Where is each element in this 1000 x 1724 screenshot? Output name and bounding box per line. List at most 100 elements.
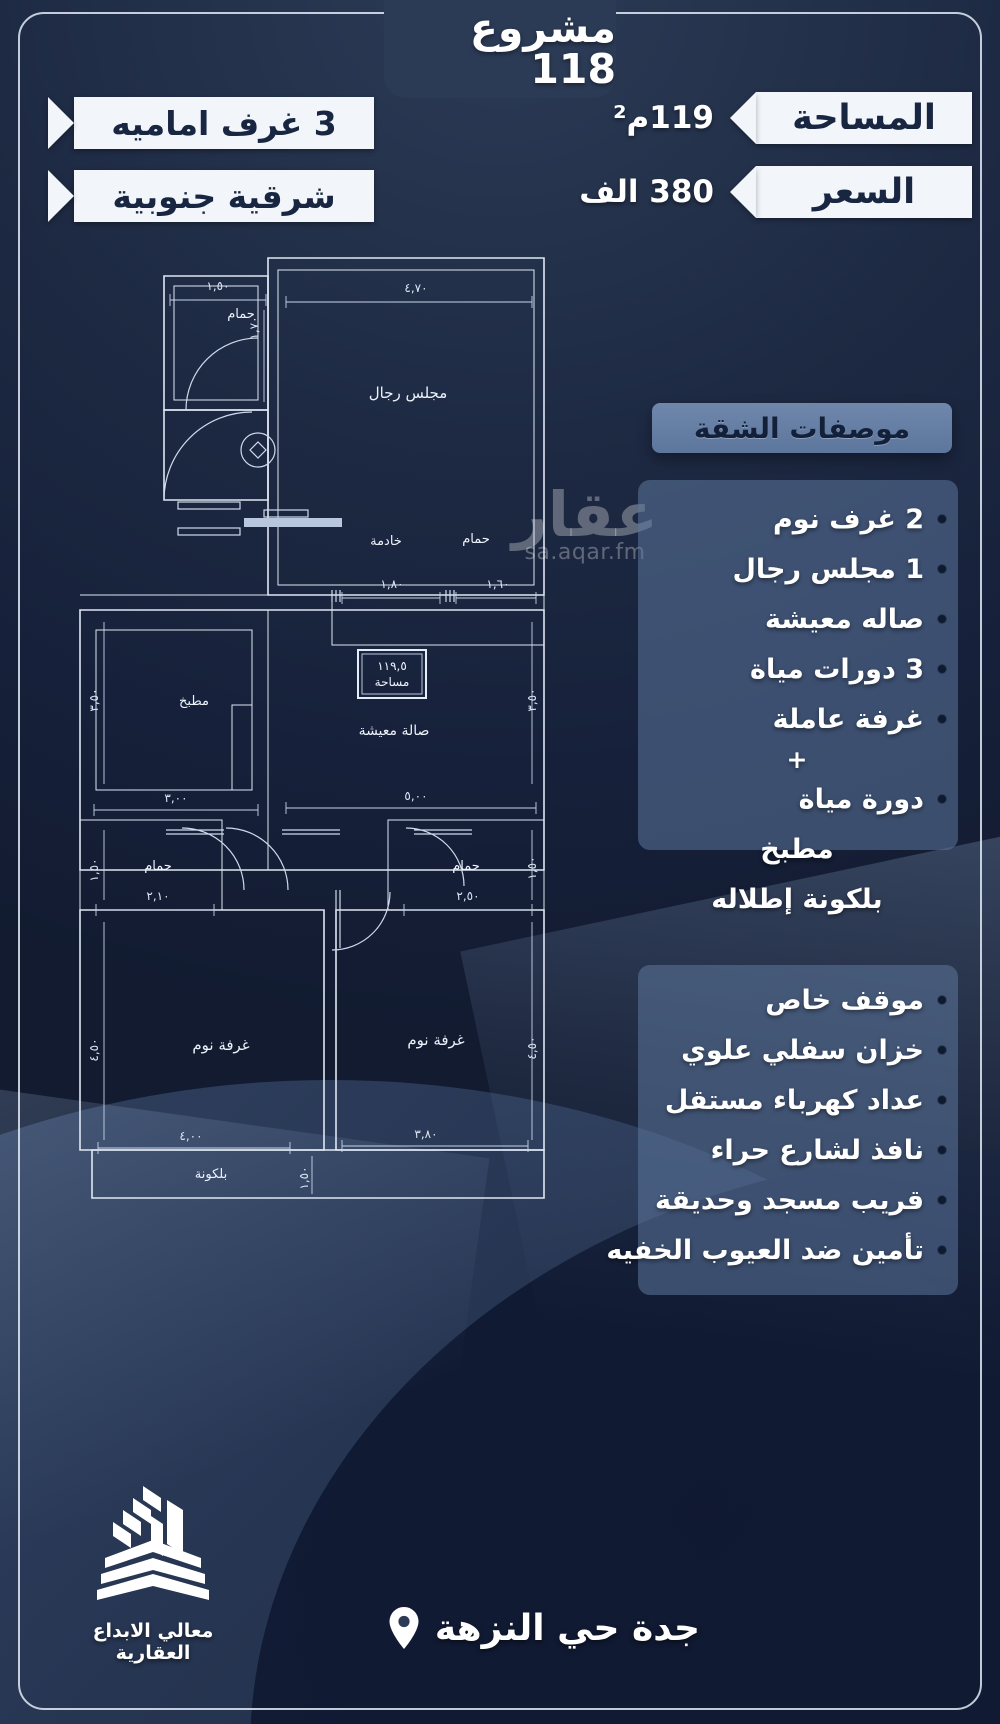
spec-item: بلكونة إطلاله <box>638 874 956 924</box>
spec-item-label: تأمين ضد العيوب الخفيه <box>606 1234 924 1266</box>
spec-item-label: + <box>786 744 808 774</box>
plan-dimension-label: ٤,٧٠ <box>404 281 427 295</box>
plan-dimension-label: ٣,٠٠ <box>164 791 187 805</box>
bullet-icon <box>938 1246 946 1254</box>
company-logo: معالي الابداع العقارية <box>58 1482 248 1664</box>
location-text: جدة حي النزهة <box>434 1607 700 1649</box>
spec-item: موقف خاص <box>638 975 956 1025</box>
badge-price-label: السعر <box>756 166 972 218</box>
svg-text:١١٩,٥: ١١٩,٥ <box>377 659 407 673</box>
spec-item-label: نافذ لشارع حراء <box>710 1134 924 1166</box>
plan-room-label: بلكونة <box>195 1167 227 1182</box>
spec-item: دورة مياة <box>638 774 956 824</box>
plan-room-label: مطبخ <box>179 694 209 709</box>
spec-item-label: دورة مياة <box>798 783 924 815</box>
specs-title-text: موصفات الشقة <box>693 411 911 445</box>
spec-item-label: مطبخ <box>760 833 834 865</box>
specs-card-primary <box>638 480 958 850</box>
spec-item-label: بلكونة إطلاله <box>711 883 883 915</box>
plan-room-label: حمام <box>144 859 172 874</box>
map-pin-icon <box>389 1607 419 1649</box>
bullet-icon <box>938 1146 946 1154</box>
bullet-icon <box>938 1046 946 1054</box>
spec-item: تأمين ضد العيوب الخفيه <box>606 1225 956 1275</box>
plan-room-label: غرفة نوم <box>192 1036 249 1054</box>
plan-room-label: حمام <box>452 859 480 874</box>
svg-text:مساحة: مساحة <box>375 675 410 689</box>
specs-list-secondary: موقف خاص خزان سفلي علوي عداد كهرباء مستقل ن… <box>606 975 956 1275</box>
spec-item: قريب مسجد وحديقة <box>638 1175 956 1225</box>
bullet-icon <box>938 996 946 1004</box>
plan-dimension-label: ١,٥٠ <box>206 279 229 293</box>
badge-price: السعر 380 الف <box>579 166 972 218</box>
floor-plan: ١١٩,٥ مساحة حمام مجلس رجال خادمة حمام مطبخ صا… <box>36 250 556 1210</box>
spec-item-label: غرفة عاملة <box>772 703 924 735</box>
plan-room-label: مجلس رجال <box>369 384 448 402</box>
badge-direction-label: شرقية جنوبية <box>74 170 374 222</box>
bullet-icon <box>938 665 946 673</box>
spec-item: + <box>638 744 956 774</box>
page-title: مشروع 118 <box>469 4 616 93</box>
bullet-icon <box>938 615 946 623</box>
spec-item: عداد كهرباء مستقل <box>638 1075 956 1125</box>
plan-room-label: صالة معيشة <box>359 723 430 739</box>
badge-area: المساحة 119م² <box>613 92 972 144</box>
plan-dimension-label: ٣,٥٠ <box>525 688 539 711</box>
plan-dimension-label: ٤,٥٠ <box>525 1036 539 1059</box>
bullet-icon <box>938 1096 946 1104</box>
plan-room-label: حمام <box>462 532 490 547</box>
badge-price-value: 380 الف <box>579 174 714 210</box>
plan-area-box <box>357 649 427 699</box>
badge-area-label: المساحة <box>756 92 972 144</box>
badge-arrow-icon <box>48 97 74 149</box>
badge-rooms: 3 غرف اماميه <box>48 97 374 149</box>
badge-arrow-icon <box>730 92 756 144</box>
plan-dimension-label: ١,٥٠ <box>525 856 539 879</box>
plan-dimension-label: ١,٦٠ <box>486 577 509 591</box>
plan-room-label: حمام <box>227 307 255 322</box>
plan-dimension-label: ٢,٥٠ <box>456 889 479 903</box>
project-title-tab: مشروع 118 <box>384 0 616 98</box>
bullet-icon <box>938 1196 946 1204</box>
spec-item: 3 دورات مياة <box>638 644 956 694</box>
spec-item-label: صاله معيشة <box>765 603 924 635</box>
spec-item-label: 2 غرف نوم <box>772 503 924 535</box>
spec-item: نافذ لشارع حراء <box>638 1125 956 1175</box>
badge-arrow-icon <box>48 170 74 222</box>
badge-rooms-label: 3 غرف اماميه <box>74 97 374 149</box>
spec-item-label: قريب مسجد وحديقة <box>654 1184 924 1216</box>
bullet-icon <box>938 715 946 723</box>
plan-dimension-label: ١,٧٠ <box>247 316 261 339</box>
spec-item: صاله معيشة <box>638 594 956 644</box>
plan-dimension-label: ٤,٥٠ <box>87 1038 101 1061</box>
building-logo-icon <box>97 1486 209 1600</box>
spec-item-label: عداد كهرباء مستقل <box>664 1084 924 1116</box>
spec-item-label: خزان سفلي علوي <box>681 1034 924 1066</box>
specs-card-secondary <box>638 965 958 1295</box>
bullet-icon <box>938 515 946 523</box>
plan-dimension-label: ٣,٨٠ <box>414 1127 437 1141</box>
location-block: جدة حي النزهة <box>387 1606 700 1650</box>
plan-room-label: خادمة <box>370 534 402 549</box>
spec-item: خزان سفلي علوي <box>638 1025 956 1075</box>
plan-dimension-label: ٤,٠٠ <box>179 1129 202 1143</box>
plan-dimension-label: ٣,٥٠ <box>87 688 101 711</box>
plan-room-label: غرفة نوم <box>407 1031 464 1049</box>
plan-dimension-label: ٥,٠٠ <box>404 789 427 803</box>
plan-dimension-label: ١,٥٠ <box>87 858 101 881</box>
plan-dimension-label: ١,٥٠ <box>297 1166 311 1189</box>
plan-dimension-label: ١,٨٠ <box>380 577 403 591</box>
spec-item: 1 مجلس رجال <box>638 544 956 594</box>
specs-title-banner: موصفات الشقة <box>638 403 966 465</box>
company-name: معالي الابداع العقارية <box>92 1620 214 1664</box>
spec-item-label: موقف خاص <box>765 984 924 1016</box>
badge-arrow-icon <box>730 166 756 218</box>
spec-item: غرفة عاملة <box>638 694 956 744</box>
spec-item-label: 1 مجلس رجال <box>732 553 924 585</box>
badge-direction: شرقية جنوبية <box>48 170 374 222</box>
badge-area-value: 119م² <box>612 100 714 136</box>
specs-list-primary: 2 غرف نوم 1 مجلس رجال صاله معيشة 3 دورات مي… <box>638 494 956 924</box>
spec-item-label: 3 دورات مياة <box>750 653 924 685</box>
plan-dimension-label: ٢,١٠ <box>146 889 169 903</box>
